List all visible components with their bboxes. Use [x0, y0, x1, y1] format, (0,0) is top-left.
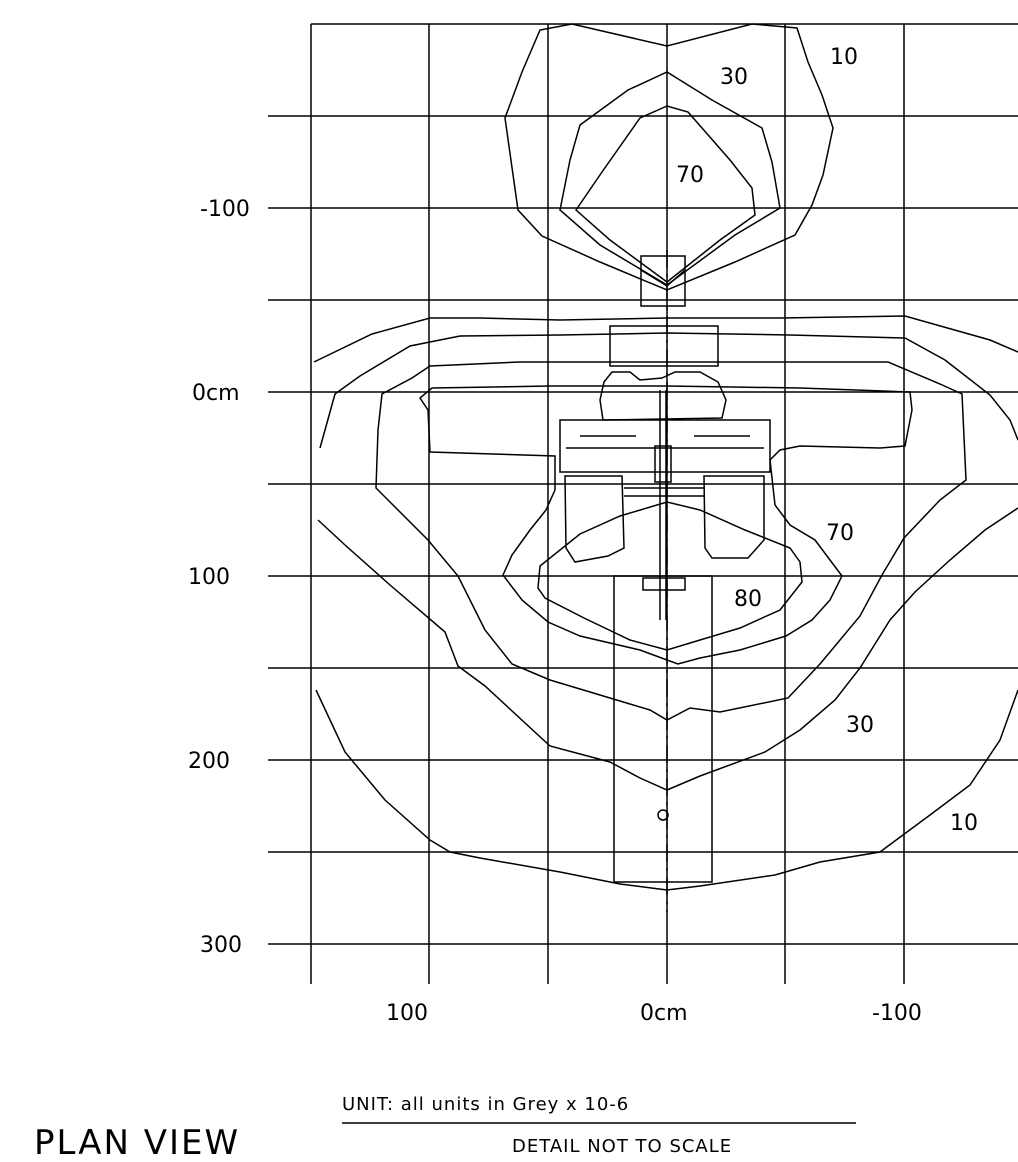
y-tick-label: 200: [188, 749, 230, 774]
top-head-box: [640, 255, 686, 307]
couch-panel: [613, 575, 713, 883]
contour-body-10-upper: [313, 315, 1018, 363]
upper-housing: [609, 325, 719, 367]
contour-top-10: [504, 23, 834, 291]
y-tick-label: 300: [200, 933, 242, 958]
x-axis-labels: 100 0cm -100: [386, 1001, 922, 1026]
contour-body-30-lower: [317, 507, 1018, 791]
contours: [313, 23, 1018, 891]
contour-body-wing: [419, 385, 913, 665]
couch-head-block: [642, 577, 686, 591]
mechanism-plate: [599, 371, 727, 421]
x-tick-label: 100: [386, 1001, 428, 1026]
contour-value-labels: 10 30 70 70 80 30 10: [676, 45, 978, 836]
leg-left: [564, 475, 625, 563]
y-tick-label: 100: [188, 565, 230, 590]
contour-label: 10: [830, 45, 858, 70]
y-tick-label: -100: [200, 197, 250, 222]
leg-right: [703, 475, 765, 559]
contour-body-70: [375, 361, 967, 721]
contour-body-80: [537, 501, 803, 651]
unit-note: UNIT: all units in Grey x 10-6: [342, 1094, 629, 1115]
view-title: PLAN VIEW: [34, 1123, 240, 1162]
y-tick-label: 0cm: [192, 381, 240, 406]
contour-top-30: [559, 71, 781, 286]
contour-label: 30: [720, 65, 748, 90]
grid: [268, 23, 1018, 984]
y-axis-labels: -100 0cm 100 200 300: [188, 197, 250, 958]
contour-label: 30: [846, 713, 874, 738]
apparatus: [559, 250, 771, 912]
column-block: [654, 445, 672, 483]
contour-label: 70: [676, 163, 704, 188]
contour-top-70: [575, 105, 756, 283]
contour-body-30: [319, 332, 1018, 449]
marker-point: [657, 809, 669, 821]
x-tick-label: 0cm: [640, 1001, 688, 1026]
contour-label: 80: [734, 587, 762, 612]
table-body: [559, 419, 771, 473]
contour-label: 10: [950, 811, 978, 836]
contour-label: 70: [826, 521, 854, 546]
x-tick-label: -100: [872, 1001, 922, 1026]
scale-note: DETAIL NOT TO SCALE: [512, 1136, 732, 1157]
